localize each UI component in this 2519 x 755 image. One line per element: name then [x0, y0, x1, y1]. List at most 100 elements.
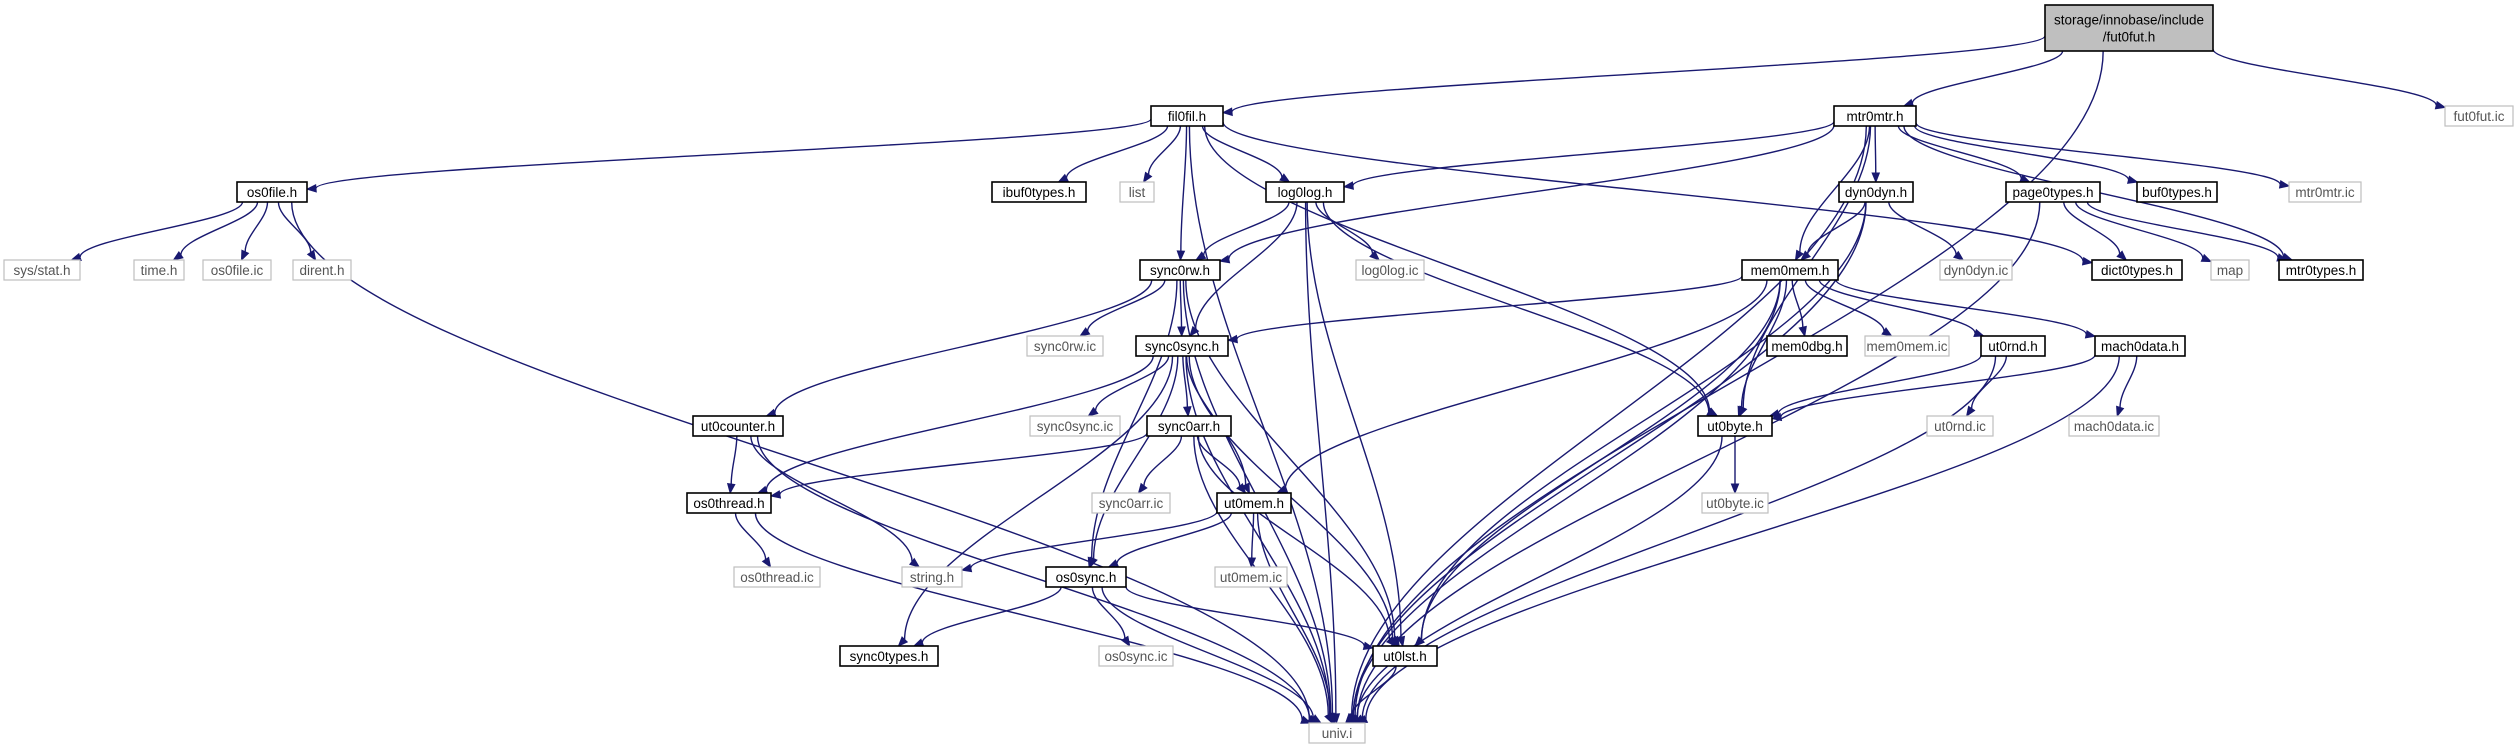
node-page0types[interactable]: page0types.h [2005, 181, 2101, 203]
edge-sync0sync-to-sync0sync_ic [1087, 355, 1170, 417]
node-label: map [2217, 263, 2243, 278]
node-dirent: dirent.h [292, 259, 352, 281]
node-mtr0mtr[interactable]: mtr0mtr.h [1833, 105, 1917, 127]
edge-os0file-to-sys_stat [70, 201, 244, 262]
node-label: mtr0mtr.h [1846, 109, 1903, 124]
edge-os0thread-to-os0thread_ic [734, 512, 772, 569]
node-mem0dbg[interactable]: mem0dbg.h [1766, 335, 1848, 357]
node-ut0byte[interactable]: ut0byte.h [1697, 415, 1773, 437]
edge-dyn0dyn-to-mem0mem [1800, 201, 1866, 261]
node-ibuf0types[interactable]: ibuf0types.h [991, 181, 1087, 203]
node-label: sync0types.h [850, 649, 929, 664]
edge-dyn0dyn-to-dyn0dyn_ic [1888, 201, 1965, 261]
edge-mem0mem-to-ut0rnd [1818, 279, 1985, 338]
edge-ut0rnd-to-univ [1353, 355, 1997, 724]
node-fil0fil[interactable]: fil0fil.h [1150, 105, 1224, 127]
node-mem0mem[interactable]: mem0mem.h [1741, 259, 1839, 281]
node-label: mem0dbg.h [1771, 339, 1842, 354]
edge-sync0arr-to-sync0arr_ic [1137, 435, 1183, 495]
node-dict0types[interactable]: dict0types.h [2091, 259, 2183, 281]
edge-fil0fil-to-ut0byte [1203, 125, 1719, 417]
node-label: list [1129, 185, 1146, 200]
node-sync0sync[interactable]: sync0sync.h [1135, 335, 1229, 357]
node-label: ibuf0types.h [1003, 185, 1076, 200]
edge-mtr0mtr-to-page0types [1897, 125, 2031, 183]
node-label: ut0mem.ic [1220, 570, 1283, 585]
node-log0log[interactable]: log0log.h [1265, 181, 1345, 203]
edge-mach0data-to-ut0byte [1770, 354, 2096, 422]
node-label: dict0types.h [2101, 263, 2173, 278]
edge-os0file-to-time_h [172, 201, 259, 261]
edge-mtr0mtr-to-buf0types [1914, 125, 2139, 184]
node-sync0rw[interactable]: sync0rw.h [1139, 259, 1221, 281]
edge-mem0mem-to-mem0mem_ic [1804, 279, 1893, 337]
node-mem0mem-ic: mem0mem.ic [1864, 335, 1950, 357]
node-label: fut0fut.ic [2453, 109, 2504, 124]
edge-mtr0mtr-to-univ [1344, 125, 1867, 725]
node-ut0mem[interactable]: ut0mem.h [1216, 492, 1292, 514]
edge-os0sync-to-ut0lst [1125, 586, 1375, 651]
graph-edges [70, 35, 2447, 725]
node-label: mtr0types.h [2286, 263, 2357, 278]
edge-ut0lst-to-univ [1344, 665, 1397, 725]
edge-fil0fil-to-list [1142, 125, 1182, 184]
edge-root-to-univ [1347, 50, 2104, 724]
node-ut0counter[interactable]: ut0counter.h [692, 415, 784, 437]
node-time-h: time.h [133, 259, 185, 281]
node-sync0arr[interactable]: sync0arr.h [1146, 415, 1232, 437]
node-label: sync0arr.ic [1099, 496, 1164, 511]
node-string-h: string.h [901, 566, 963, 588]
node-label: ut0mem.h [1224, 496, 1284, 511]
edge-ut0mem-to-univ [1256, 512, 1335, 725]
edge-ut0mem-to-os0sync [1107, 512, 1232, 568]
node-mach0data[interactable]: mach0data.h [2094, 335, 2186, 357]
node-label: mtr0mtr.ic [2295, 185, 2354, 200]
edge-ut0mem-to-ut0mem_ic [1247, 512, 1257, 569]
node-label: sync0arr.h [1158, 419, 1220, 434]
node-label: ut0rnd.h [1988, 339, 2038, 354]
node-label: time.h [141, 263, 178, 278]
edge-mtr0mtr-to-mem0mem [1794, 125, 1871, 262]
edge-os0sync-to-univ [1101, 586, 1323, 724]
edge-mtr0mtr-to-log0log [1342, 120, 1835, 190]
node-label: mem0mem.h [1751, 263, 1830, 278]
node-label: os0thread.ic [740, 570, 814, 585]
node-fut0fut-ic: fut0fut.ic [2444, 105, 2514, 127]
node-os0thread[interactable]: os0thread.h [686, 492, 772, 514]
node-label: mem0mem.ic [1866, 339, 1947, 354]
node-label: sync0rw.ic [1034, 339, 1097, 354]
node-label: univ.i [1322, 726, 1353, 741]
node-label: /fut0fut.h [2103, 30, 2156, 45]
node-label: os0sync.h [1056, 570, 1117, 585]
node-os0thread-ic: os0thread.ic [733, 566, 821, 588]
node-mtr0types[interactable]: mtr0types.h [2278, 259, 2364, 281]
edge-ut0byte-to-univ [1348, 435, 1723, 724]
node-os0sync[interactable]: os0sync.h [1045, 566, 1127, 588]
edge-ut0mem-to-string_h [960, 511, 1218, 573]
edge-page0types-to-univ [1349, 201, 2041, 724]
node-label: mach0data.ic [2074, 419, 2155, 434]
node-label: dirent.h [299, 263, 344, 278]
node-os0file[interactable]: os0file.h [236, 181, 308, 203]
edge-root-to-mtr0mtr [1902, 50, 2064, 107]
node-dyn0dyn-ic: dyn0dyn.ic [1939, 259, 2013, 281]
node-label: buf0types.h [2142, 185, 2212, 200]
node-label: log0log.h [1278, 185, 1333, 200]
edge-mem0mem-to-mach0data [1835, 279, 2097, 339]
edge-fil0fil-to-sync0rw [1176, 125, 1188, 262]
node-dyn0dyn[interactable]: dyn0dyn.h [1838, 181, 1914, 203]
node-label: ut0counter.h [701, 419, 775, 434]
node-label: ut0byte.ic [1706, 496, 1764, 511]
node-sync0types[interactable]: sync0types.h [839, 645, 939, 667]
edge-mem0mem-to-ut0byte [1737, 279, 1788, 418]
node-buf0types[interactable]: buf0types.h [2136, 181, 2218, 203]
node-ut0lst[interactable]: ut0lst.h [1372, 645, 1438, 667]
edge-os0sync-to-sync0types [912, 586, 1062, 647]
node-map: map [2210, 259, 2250, 281]
node-label: sync0sync.ic [1037, 419, 1114, 434]
node-ut0rnd[interactable]: ut0rnd.h [1980, 335, 2046, 357]
node-list: list [1119, 181, 1155, 203]
edge-page0types-to-mtr0types [2086, 201, 2288, 262]
node-ut0mem-ic: ut0mem.ic [1214, 566, 1288, 588]
